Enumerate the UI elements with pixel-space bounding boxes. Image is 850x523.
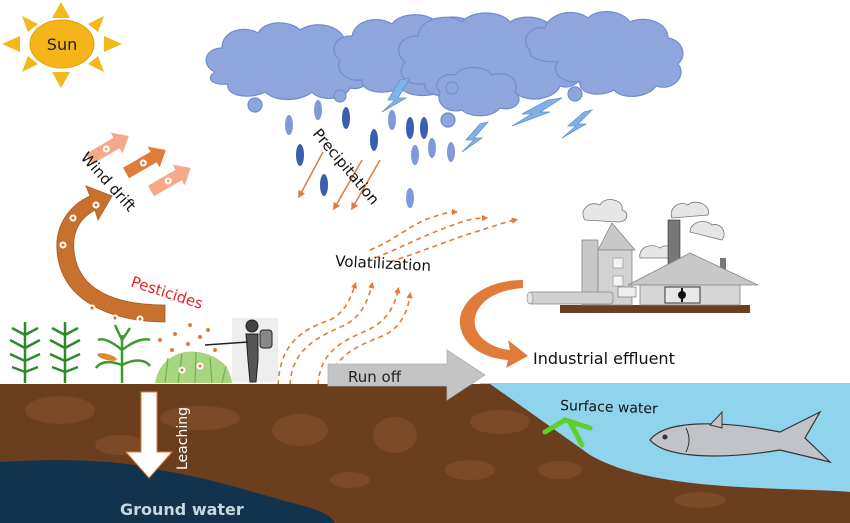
- groundwater-body: [0, 460, 335, 523]
- raindrop-icon: [406, 117, 414, 139]
- fish-icon: [649, 410, 833, 464]
- raindrops: [285, 100, 455, 208]
- industrial-effluent-label: Industrial effluent: [533, 349, 675, 368]
- factory-icon: [526, 199, 759, 313]
- ground-water-label: Ground water: [120, 500, 244, 519]
- raindrop-icon: [406, 188, 414, 208]
- sun-icon: [2, 2, 122, 88]
- lightning-icon: [461, 121, 490, 153]
- wind-drift-arrows: [85, 132, 191, 197]
- raindrop-icon: [285, 115, 293, 135]
- raindrop-icon: [428, 138, 436, 158]
- volatilization-label: Volatilization: [335, 252, 432, 275]
- corn-plant-icon: [49, 322, 81, 383]
- leaching-arrow: [124, 391, 174, 479]
- grass-patch-icon: [155, 351, 232, 384]
- industrial-effluent-arrow: [459, 280, 528, 368]
- lightning-icons: [381, 77, 594, 153]
- raindrop-icon: [388, 110, 396, 130]
- aquatic-weed-icon: [542, 417, 593, 448]
- storm-clouds: [205, 11, 684, 128]
- raindrop-icon: [320, 174, 328, 196]
- corn-plant-icon: [9, 322, 41, 383]
- cloud-icon: [436, 66, 520, 117]
- raindrop-icon: [420, 117, 428, 139]
- sun-label: Sun: [47, 35, 77, 54]
- cloud-icon: [525, 11, 684, 97]
- corn-plant-icon: [94, 324, 152, 383]
- runoff-arrow: [327, 349, 486, 401]
- surface-water-label: Surface water: [560, 398, 658, 417]
- lightning-icon: [381, 77, 411, 113]
- raindrop-icon: [447, 142, 455, 162]
- raindrop-icon: [411, 145, 419, 165]
- farmer-sprayer-icon: [204, 318, 278, 383]
- soil-texture: [25, 396, 726, 508]
- raindrop-icon: [314, 100, 322, 120]
- raindrop-icon: [370, 129, 378, 151]
- raindrop-icon: [342, 107, 350, 129]
- lightning-icon: [511, 97, 563, 127]
- leaching-label: Leaching: [175, 407, 191, 470]
- raindrop-icon: [296, 144, 304, 166]
- crop-plants: [9, 322, 152, 383]
- runoff-label: Run off: [348, 368, 402, 386]
- lightning-icon: [561, 109, 594, 139]
- precipitation-arrows: [298, 151, 381, 211]
- pesticide-drift-arrow: [56, 185, 166, 323]
